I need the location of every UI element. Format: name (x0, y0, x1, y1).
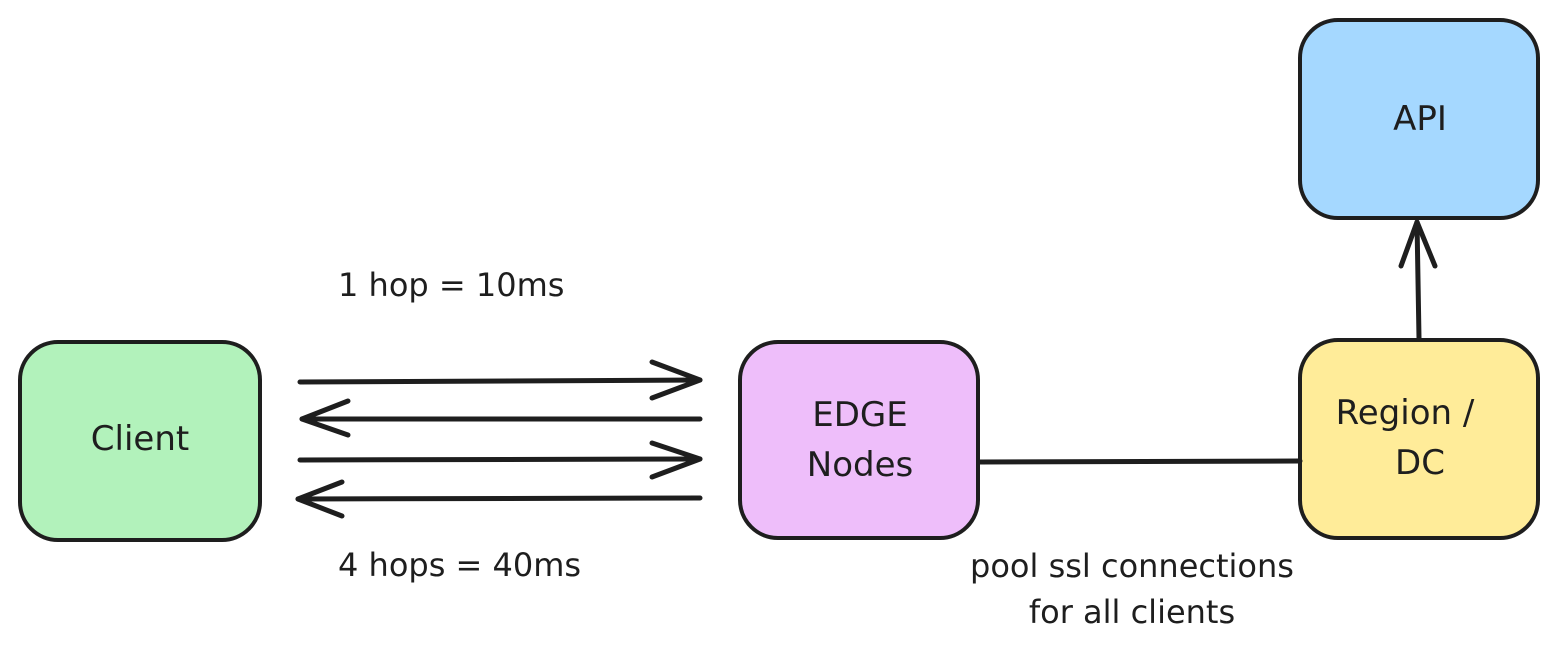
api-label: API (1393, 99, 1447, 139)
region-dc-label-line2: DC (1395, 443, 1445, 483)
connector-line (977, 458, 1303, 465)
node-client[interactable]: Client (18, 340, 262, 542)
arrow-edge-to-client-1[interactable] (299, 398, 703, 438)
edge-nodes-label-line1: EDGE (812, 395, 908, 435)
api-box (1298, 18, 1540, 220)
node-api[interactable]: API (1298, 18, 1540, 220)
edge-nodes-box (738, 340, 980, 540)
annotation-four-hops: 4 hops = 40ms (338, 546, 581, 584)
region-dc-box (1298, 338, 1540, 540)
client-box (18, 340, 262, 542)
arrow-line (295, 495, 703, 502)
arrowhead-icon (299, 398, 351, 438)
annotation-one-hop: 1 hop = 10ms (338, 266, 564, 304)
connector-edge-to-region[interactable] (977, 458, 1303, 465)
arrow-edge-to-client-2[interactable] (295, 479, 703, 519)
arrow-line (297, 377, 703, 385)
arrowhead-icon (649, 440, 703, 480)
region-dc-label-line1: Region / (1336, 393, 1475, 433)
arrowhead-icon (295, 479, 345, 519)
edge-nodes-label-line2: Nodes (807, 445, 913, 485)
annotation-pool-line2: for all clients (1029, 593, 1235, 631)
client-label: Client (91, 419, 189, 459)
arrowhead-icon (1398, 219, 1438, 269)
arrow-line (1414, 219, 1422, 341)
arrow-region-to-api[interactable] (1398, 219, 1438, 341)
arrow-client-to-edge-1[interactable] (297, 359, 703, 401)
arrowhead-icon (649, 359, 703, 401)
annotation-pool-line1: pool ssl connections (970, 547, 1294, 585)
node-edge[interactable]: EDGE Nodes (738, 340, 980, 540)
arrow-line (297, 456, 703, 463)
node-region[interactable]: Region / DC (1298, 338, 1540, 540)
arrow-client-to-edge-2[interactable] (297, 440, 703, 480)
